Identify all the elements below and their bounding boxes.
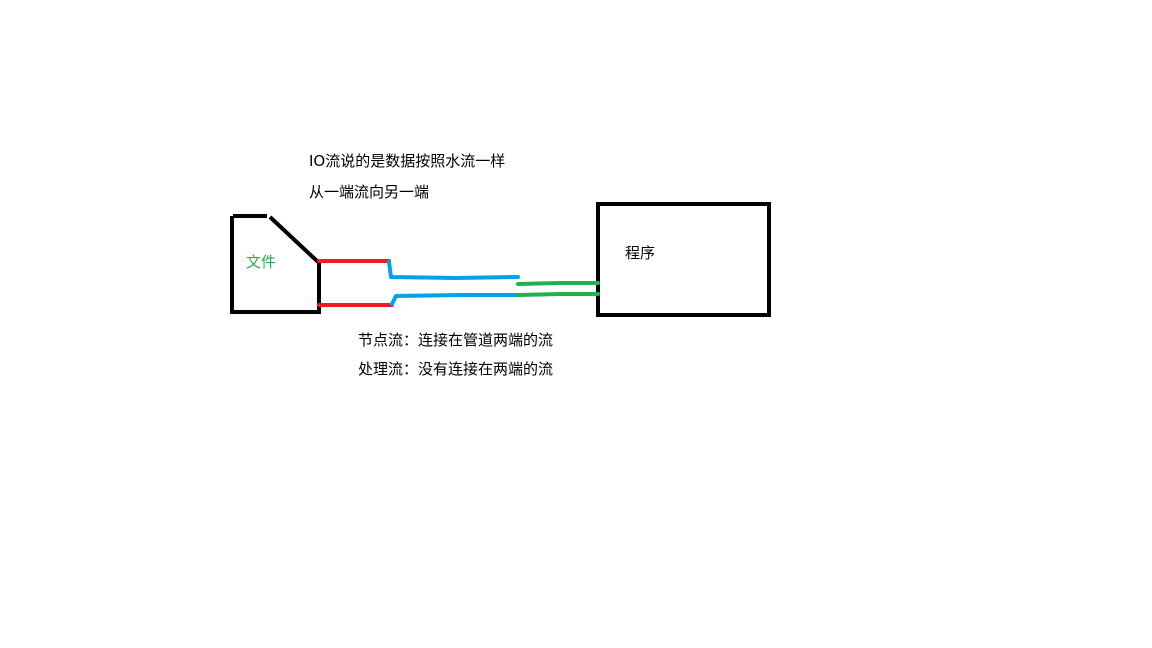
pipe-blue (387, 260, 520, 306)
title-line-2: 从一端流向另一端 (309, 183, 430, 201)
program-node-label: 程序 (625, 244, 656, 262)
title-line-1: IO流说的是数据按照水流一样 (309, 152, 506, 170)
file-node-outline (230, 214, 321, 314)
processing-stream-note: 处理流：没有连接在两端的流 (358, 360, 554, 378)
pipe-green (516, 281, 600, 297)
node-stream-note: 节点流：连接在管道两端的流 (358, 331, 554, 349)
program-node-outline (596, 202, 771, 317)
pipe-red (317, 259, 394, 307)
file-node-label: 文件 (246, 253, 277, 271)
